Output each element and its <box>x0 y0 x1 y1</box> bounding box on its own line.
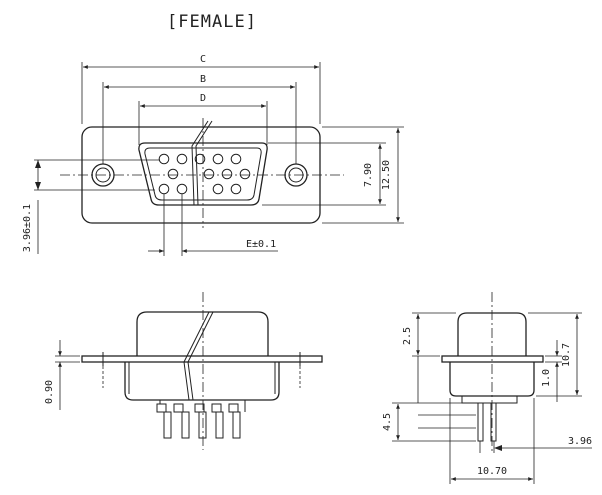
end-base <box>461 395 518 404</box>
pin-contact <box>158 183 170 195</box>
pin-contact <box>194 153 206 165</box>
side-break-line <box>183 311 210 401</box>
dimension-10-70-label: 10.70 <box>477 466 507 477</box>
dimension-2-5-label: 2.5 <box>402 327 413 345</box>
pin-contact <box>176 183 188 195</box>
dimension-d-label: D <box>200 93 206 104</box>
side-shell-top <box>136 311 269 356</box>
side-flange <box>81 355 323 363</box>
pin-contact <box>176 153 188 165</box>
front-break-line <box>195 120 213 206</box>
side-view: 0.90 <box>44 292 323 450</box>
end-flange <box>441 355 544 363</box>
end-view: 2.5 4.5 10.7 1.0 3.96 10.70 <box>382 292 592 484</box>
pin-contact <box>212 153 224 165</box>
pin-row-middle <box>167 168 251 180</box>
dimension-12-50-label: 12.50 <box>381 160 392 190</box>
dimension-e-label: E±0.1 <box>246 239 276 250</box>
pin-contact <box>167 168 179 180</box>
dimension-4-5-label: 4.5 <box>382 413 393 431</box>
pin-contact <box>158 153 170 165</box>
front-view: C B D 7.90 12.50 3.96±0.1 E±0.1 <box>22 54 404 256</box>
pin-row-top <box>158 153 242 165</box>
dimension-3-96-label: 3.96±0.1 <box>22 204 33 252</box>
side-pins <box>156 400 246 439</box>
dimension-1-0-label: 1.0 <box>541 369 552 387</box>
pin-contact <box>239 168 251 180</box>
dimension-3-96-end-label: 3.96 <box>568 436 592 447</box>
pin-contact <box>230 183 242 195</box>
pin-contact <box>230 153 242 165</box>
drawing-title: [FEMALE] <box>167 12 257 32</box>
side-body-lower <box>124 362 280 401</box>
dimension-0-90-label: 0.90 <box>44 380 55 404</box>
front-shell-outer <box>138 142 268 206</box>
dimension-b-label: B <box>200 74 206 85</box>
dimension-c-label: C <box>200 54 206 65</box>
pin-contact <box>221 168 233 180</box>
pin-contact <box>212 183 224 195</box>
pin-row-bottom <box>158 183 242 195</box>
front-shell-inner <box>144 147 262 201</box>
dimension-7-90-label: 7.90 <box>363 163 374 187</box>
pin-contact <box>203 168 215 180</box>
front-break-line <box>191 120 209 206</box>
side-break-line <box>187 311 214 401</box>
dimension-10-7-label: 10.7 <box>561 343 572 367</box>
